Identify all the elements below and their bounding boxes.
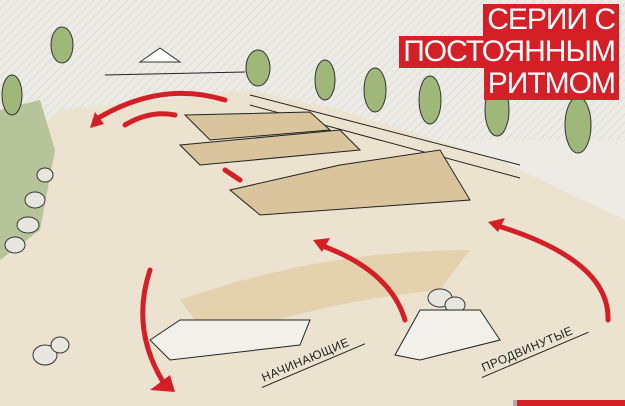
jumps <box>178 111 471 216</box>
rocks-left <box>4 167 466 366</box>
title-line-3: РИТМОМ <box>483 68 619 100</box>
title-line-2: ПОСТОЯННЫМ <box>399 36 619 68</box>
arrows <box>92 90 611 388</box>
tent <box>138 47 182 63</box>
title-line-1: СЕРИИ С <box>483 4 619 36</box>
trees <box>1 26 592 154</box>
grass-left <box>0 100 55 260</box>
arrowheads <box>90 112 505 392</box>
corner-bar <box>513 400 625 406</box>
dirt-path <box>180 250 470 340</box>
berms <box>149 309 501 361</box>
